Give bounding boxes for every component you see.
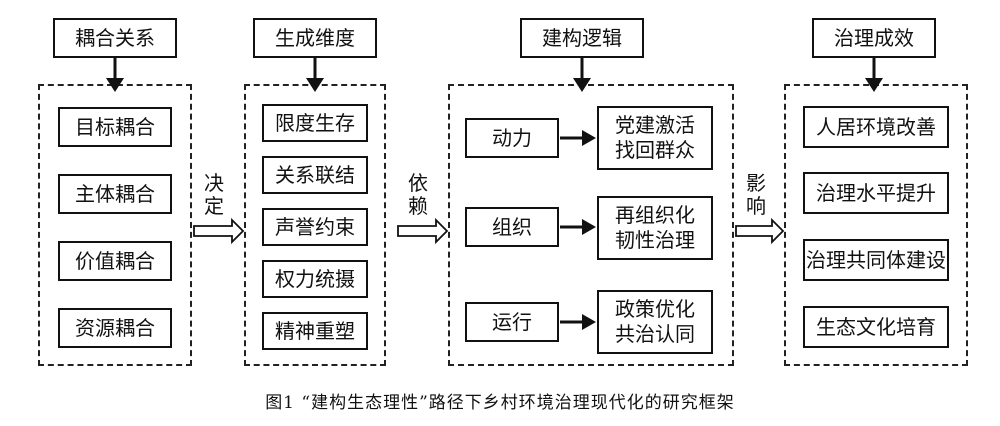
logic-result-driving: 党建激活 找回群众 <box>597 106 713 170</box>
connector-label-influence-char1: 影 <box>746 171 766 195</box>
connector-label-depend: 依 赖 <box>404 172 432 218</box>
connector-label-influence-char2: 响 <box>746 194 766 218</box>
header-coupling: 耦合关系 <box>53 18 177 58</box>
connector-label-determine-char1: 决 <box>204 171 224 195</box>
connector-label-depend-char1: 依 <box>408 171 428 195</box>
coupling-item-subject: 主体耦合 <box>58 174 172 214</box>
header-coupling-label: 耦合关系 <box>75 25 155 50</box>
logic-label-driving-text: 动力 <box>492 125 532 150</box>
hollow-arrow-influence <box>735 217 785 245</box>
generation-item-survival-label: 限度生存 <box>275 110 355 135</box>
outcome-item-governance-level: 治理水平提升 <box>803 172 949 214</box>
hollow-arrow-determine <box>193 217 245 245</box>
logic-arrow-driving <box>560 130 596 146</box>
outcome-item-community-label: 治理共同体建设 <box>806 247 946 272</box>
outcome-item-governance-level-label: 治理水平提升 <box>816 180 936 205</box>
logic-label-operation-text: 运行 <box>492 309 532 334</box>
connector-label-depend-char2: 赖 <box>408 194 428 218</box>
coupling-item-goal-label: 目标耦合 <box>75 114 155 139</box>
logic-label-operation: 运行 <box>465 302 559 342</box>
outcome-item-habitat: 人居环境改善 <box>803 106 949 148</box>
logic-container <box>448 84 734 366</box>
coupling-item-goal: 目标耦合 <box>58 107 172 147</box>
hollow-arrow-depend <box>397 217 449 245</box>
connector-label-determine-char2: 定 <box>204 194 224 218</box>
outcome-item-community: 治理共同体建设 <box>803 239 949 281</box>
outcome-item-habitat-label: 人居环境改善 <box>816 114 936 139</box>
generation-item-spirit: 精神重塑 <box>262 312 368 350</box>
logic-result-organization-line1: 再组织化 <box>615 203 695 227</box>
connector-label-determine: 决 定 <box>200 172 228 218</box>
generation-item-reputation-label: 声誉约束 <box>275 214 355 239</box>
generation-item-survival: 限度生存 <box>262 104 368 142</box>
down-arrow-outcome <box>865 58 883 92</box>
header-logic: 建构逻辑 <box>520 18 644 58</box>
outcome-item-eco-culture-label: 生态文化培育 <box>816 314 936 339</box>
logic-result-organization: 再组织化 韧性治理 <box>597 196 713 260</box>
down-arrow-generation <box>306 58 324 92</box>
generation-item-spirit-label: 精神重塑 <box>275 318 355 343</box>
logic-label-organization-text: 组织 <box>492 214 532 239</box>
header-generation-label: 生成维度 <box>275 25 355 50</box>
generation-item-relation: 关系联结 <box>262 156 368 194</box>
generation-item-power: 权力统摄 <box>262 260 368 298</box>
coupling-item-value-label: 价值耦合 <box>75 248 155 273</box>
logic-arrow-operation <box>560 314 596 330</box>
logic-result-driving-line1: 党建激活 <box>615 113 695 137</box>
coupling-item-value: 价值耦合 <box>58 241 172 281</box>
figure-caption: 图1 “建构生态理性”路径下乡村环境治理现代化的研究框架 <box>265 393 735 413</box>
generation-item-power-label: 权力统摄 <box>275 266 355 291</box>
header-outcome: 治理成效 <box>812 18 936 58</box>
coupling-item-resource: 资源耦合 <box>58 308 172 348</box>
logic-result-operation-line1: 政策优化 <box>615 297 695 321</box>
logic-arrow-organization <box>560 219 596 235</box>
logic-result-operation-line2: 共治认同 <box>615 322 695 346</box>
logic-result-organization-line2: 韧性治理 <box>615 228 695 252</box>
logic-label-organization: 组织 <box>465 207 559 247</box>
generation-item-reputation: 声誉约束 <box>262 208 368 246</box>
header-logic-label: 建构逻辑 <box>542 25 622 50</box>
logic-result-driving-line2: 找回群众 <box>615 138 695 162</box>
header-generation: 生成维度 <box>253 18 377 58</box>
logic-label-driving: 动力 <box>465 118 559 158</box>
header-outcome-label: 治理成效 <box>834 25 914 50</box>
generation-item-relation-label: 关系联结 <box>275 162 355 187</box>
coupling-item-resource-label: 资源耦合 <box>75 315 155 340</box>
logic-result-operation: 政策优化 共治认同 <box>597 290 713 354</box>
connector-label-influence: 影 响 <box>742 172 770 218</box>
down-arrow-logic <box>573 58 591 92</box>
outcome-item-eco-culture: 生态文化培育 <box>803 306 949 348</box>
coupling-item-subject-label: 主体耦合 <box>75 181 155 206</box>
down-arrow-coupling <box>106 58 124 92</box>
